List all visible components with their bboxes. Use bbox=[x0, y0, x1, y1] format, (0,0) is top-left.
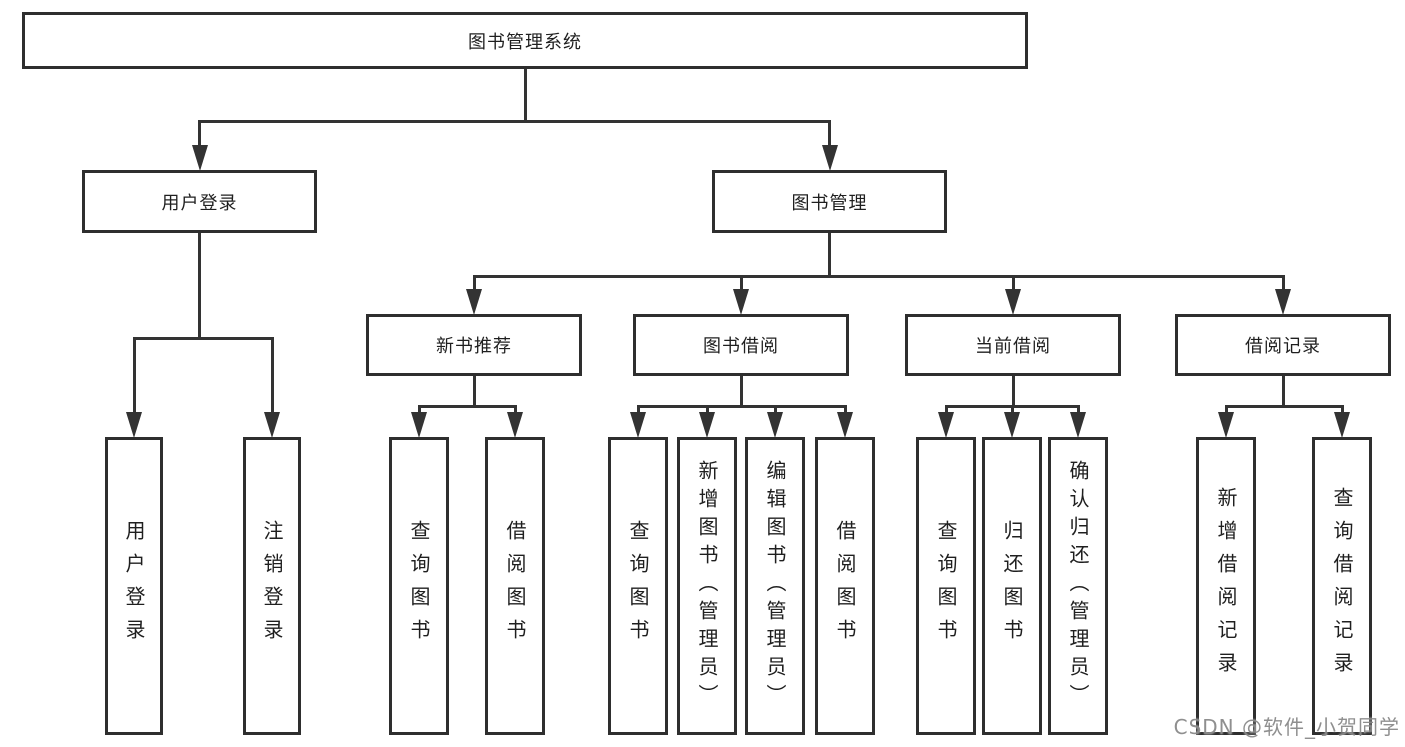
node-label: 新书推荐 bbox=[436, 336, 512, 357]
arrowhead-down-icon bbox=[733, 289, 749, 315]
node-label: 用户登录 bbox=[122, 520, 146, 652]
connector-drop bbox=[271, 337, 274, 413]
node-leaf-query-book-1: 查询图书 bbox=[389, 437, 449, 735]
connector-drop bbox=[637, 405, 640, 413]
node-current-borrow: 当前借阅 bbox=[905, 314, 1121, 376]
node-new-book-rec: 新书推荐 bbox=[366, 314, 582, 376]
connector-stem bbox=[740, 376, 743, 408]
connector-stem bbox=[1012, 376, 1015, 408]
arrowhead-down-icon bbox=[466, 289, 482, 315]
connector-stem bbox=[198, 233, 201, 340]
connector-drop bbox=[1225, 405, 1228, 413]
connector-bar bbox=[133, 337, 274, 340]
connector-drop bbox=[1341, 405, 1344, 413]
node-label: 编辑图书（管理员） bbox=[763, 460, 787, 712]
connector-drop bbox=[133, 337, 136, 413]
connector-drop bbox=[198, 120, 201, 146]
arrowhead-down-icon bbox=[1334, 412, 1350, 438]
connector-bar bbox=[637, 405, 847, 408]
arrowhead-down-icon bbox=[938, 412, 954, 438]
node-label: 查询图书 bbox=[934, 520, 958, 652]
node-label: 查询图书 bbox=[407, 520, 431, 652]
node-leaf-query-record: 查询借阅记录 bbox=[1312, 437, 1372, 735]
watermark: CSDN @软件_小贺同学 bbox=[1173, 715, 1400, 739]
connector-stem bbox=[473, 376, 476, 408]
node-leaf-add-book: 新增图书（管理员） bbox=[677, 437, 737, 735]
node-borrow-records: 借阅记录 bbox=[1175, 314, 1391, 376]
node-label: 新增借阅记录 bbox=[1214, 487, 1238, 685]
node-leaf-borrow-book-2: 借阅图书 bbox=[815, 437, 875, 735]
connector-drop bbox=[945, 405, 948, 413]
node-leaf-user-login: 用户登录 bbox=[105, 437, 163, 735]
node-label: 借阅记录 bbox=[1245, 336, 1321, 357]
node-label: 当前借阅 bbox=[975, 336, 1051, 357]
node-leaf-logout: 注销登录 bbox=[243, 437, 301, 735]
arrowhead-down-icon bbox=[1004, 412, 1020, 438]
connector-bar bbox=[473, 275, 1285, 278]
node-leaf-query-book-2: 查询图书 bbox=[608, 437, 668, 735]
connector-drop bbox=[514, 405, 517, 413]
arrowhead-down-icon bbox=[126, 412, 142, 438]
connector-drop bbox=[774, 405, 777, 413]
arrowhead-down-icon bbox=[1070, 412, 1086, 438]
connector-drop bbox=[844, 405, 847, 413]
connector-drop bbox=[1282, 275, 1285, 290]
arrowhead-down-icon bbox=[192, 145, 208, 171]
node-label: 借阅图书 bbox=[503, 520, 527, 652]
connector-drop bbox=[473, 275, 476, 290]
node-label: 查询图书 bbox=[626, 520, 650, 652]
node-root: 图书管理系统 bbox=[22, 12, 1028, 69]
node-label: 用户登录 bbox=[161, 192, 238, 214]
node-user-login: 用户登录 bbox=[82, 170, 317, 233]
node-label: 新增图书（管理员） bbox=[695, 460, 719, 712]
connector-drop bbox=[1012, 275, 1015, 290]
arrowhead-down-icon bbox=[411, 412, 427, 438]
connector-bar bbox=[418, 405, 517, 408]
arrowhead-down-icon bbox=[767, 412, 783, 438]
connector-drop bbox=[740, 275, 743, 290]
arrowhead-down-icon bbox=[699, 412, 715, 438]
connector-drop bbox=[706, 405, 709, 413]
arrowhead-down-icon bbox=[1005, 289, 1021, 315]
node-leaf-borrow-book-1: 借阅图书 bbox=[485, 437, 545, 735]
arrowhead-down-icon bbox=[630, 412, 646, 438]
arrowhead-down-icon bbox=[822, 145, 838, 171]
arrowhead-down-icon bbox=[264, 412, 280, 438]
connector-drop bbox=[1011, 405, 1014, 413]
node-leaf-confirm-return: 确认归还（管理员） bbox=[1048, 437, 1108, 735]
connector-bar bbox=[1225, 405, 1344, 408]
connector-drop bbox=[1077, 405, 1080, 413]
node-label: 确认归还（管理员） bbox=[1066, 460, 1090, 712]
connector-stem bbox=[524, 69, 527, 123]
node-leaf-edit-book: 编辑图书（管理员） bbox=[745, 437, 805, 735]
node-label: 图书管理系统 bbox=[468, 31, 582, 53]
connector-stem bbox=[1282, 376, 1285, 408]
node-label: 图书借阅 bbox=[703, 336, 779, 357]
arrowhead-down-icon bbox=[837, 412, 853, 438]
arrowhead-down-icon bbox=[507, 412, 523, 438]
node-label: 借阅图书 bbox=[833, 520, 857, 652]
node-leaf-return-book: 归还图书 bbox=[982, 437, 1042, 735]
node-leaf-query-book-3: 查询图书 bbox=[916, 437, 976, 735]
node-book-mgmt: 图书管理 bbox=[712, 170, 947, 233]
node-label: 图书管理 bbox=[791, 192, 868, 214]
node-label: 查询借阅记录 bbox=[1330, 487, 1354, 685]
node-label: 注销登录 bbox=[260, 520, 284, 652]
node-book-borrow: 图书借阅 bbox=[633, 314, 849, 376]
connector-bar bbox=[198, 120, 831, 123]
node-leaf-add-record: 新增借阅记录 bbox=[1196, 437, 1256, 735]
arrowhead-down-icon bbox=[1275, 289, 1291, 315]
node-label: 归还图书 bbox=[1000, 520, 1024, 652]
connector-drop bbox=[418, 405, 421, 413]
connector-drop bbox=[828, 120, 831, 146]
arrowhead-down-icon bbox=[1218, 412, 1234, 438]
connector-stem bbox=[828, 233, 831, 278]
